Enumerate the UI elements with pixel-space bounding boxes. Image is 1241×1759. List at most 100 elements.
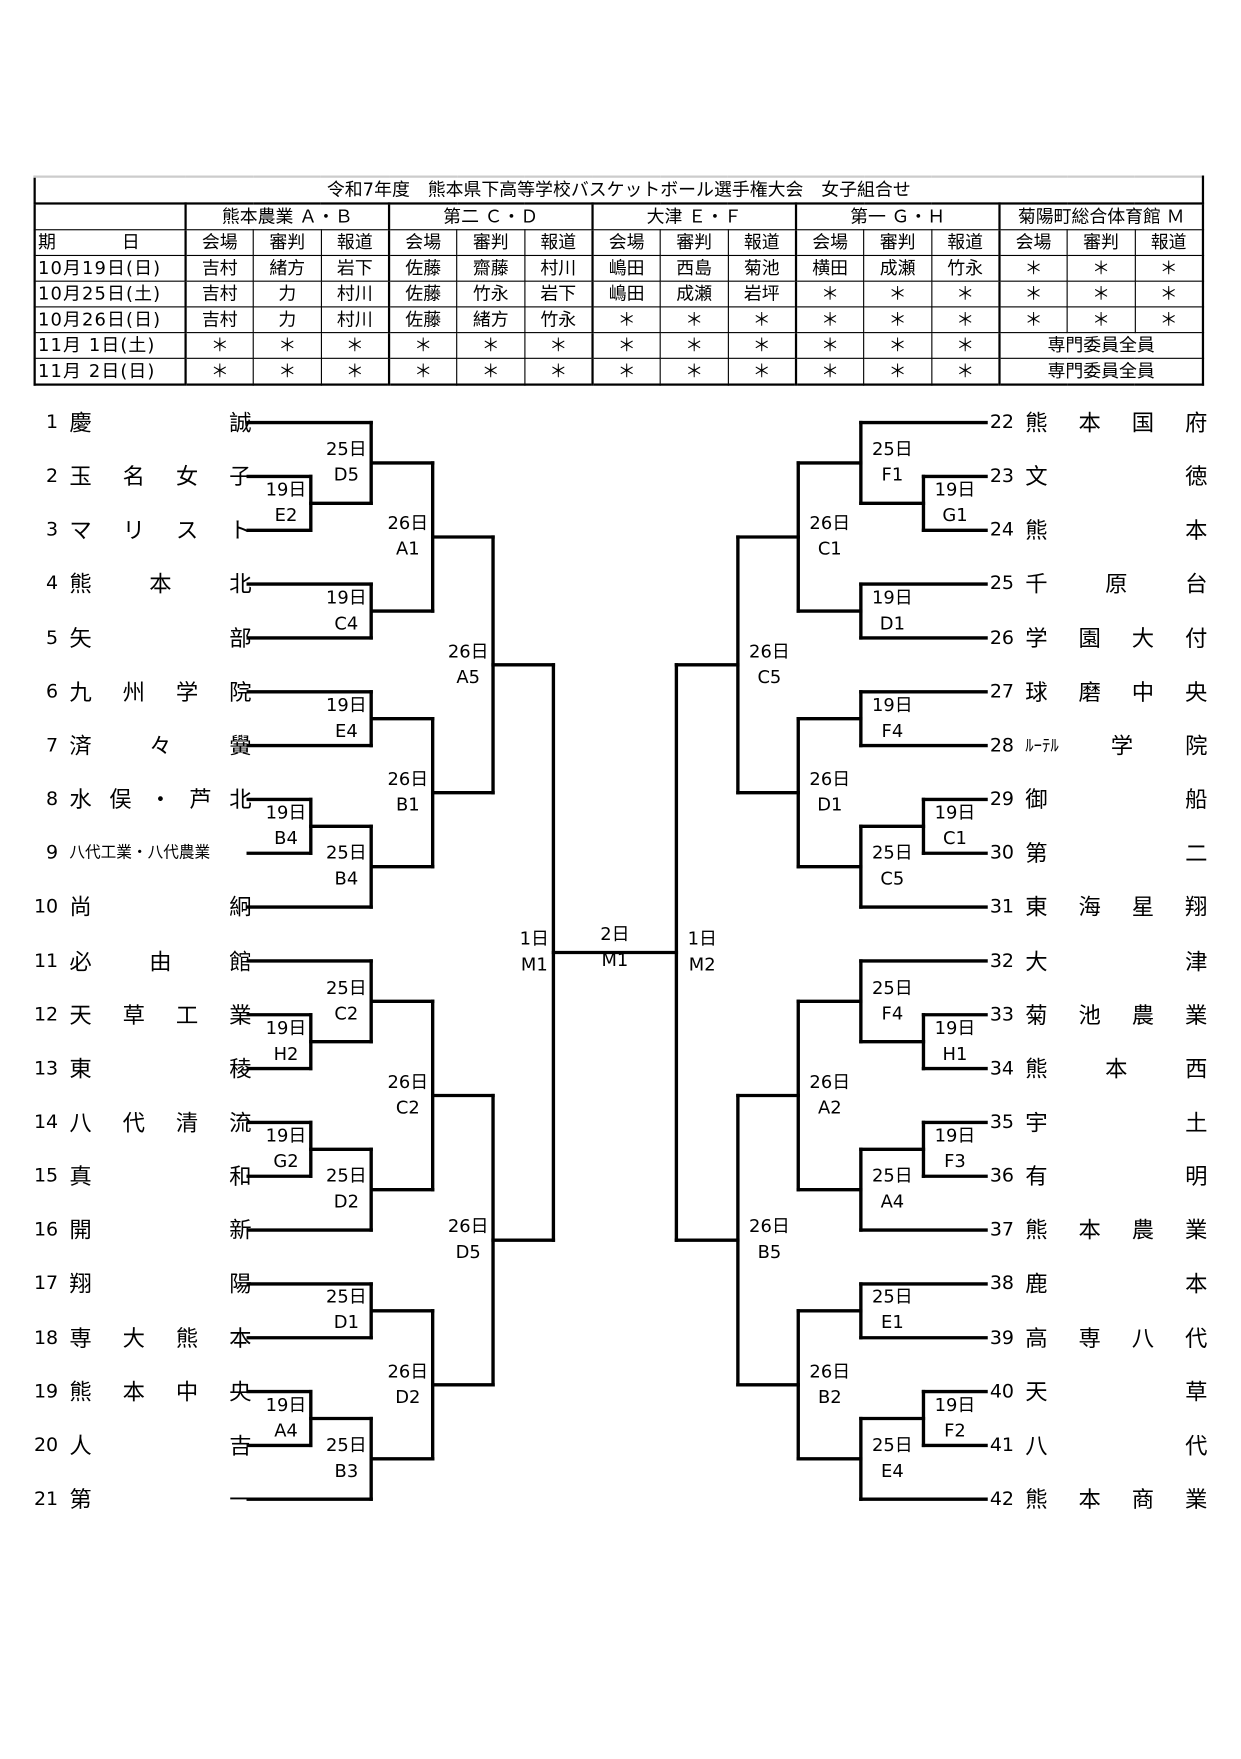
match-day: 26日	[809, 1360, 851, 1382]
match-code: D2	[333, 1190, 359, 1213]
team-name-part: 院	[229, 678, 252, 706]
team-name-part: 本	[229, 1324, 252, 1352]
match-code: D5	[333, 464, 359, 486]
team-name: 熊本国府	[1025, 409, 1207, 436]
team-entry: 26 学園大付	[989, 625, 1213, 652]
staff-cell: 西島	[659, 254, 729, 282]
match-day: 25日	[326, 976, 367, 998]
staff-cell: 力	[252, 306, 322, 334]
team-name: 八代清流	[69, 1109, 251, 1136]
date-header-part: 日	[121, 231, 140, 253]
match-day: 26日	[809, 512, 851, 534]
seed-number: 28	[989, 734, 1015, 757]
team-name-part: 本	[1185, 516, 1208, 544]
seed-number: 26	[989, 626, 1015, 650]
seed-number: 4	[46, 572, 59, 596]
team-name: 球磨中央	[1025, 678, 1207, 705]
staff-cell: ＊	[524, 357, 594, 386]
team-name-part: 八	[69, 1108, 92, 1136]
date-cell: 10月25日(土)	[34, 280, 187, 308]
team-name-part: 草	[122, 1001, 145, 1029]
match-code: F3	[944, 1150, 966, 1172]
staff-cell: ＊	[930, 357, 1000, 386]
team-name-part: ス	[175, 516, 199, 544]
team-name: 東稜	[69, 1055, 251, 1082]
team-name-part: 国	[1131, 409, 1155, 437]
staff-cell: ＊	[387, 357, 458, 386]
team-name-part: 済	[69, 732, 92, 759]
seed-number: 1	[46, 411, 59, 434]
team-name: 熊本農業	[1025, 1217, 1207, 1244]
staff-cell: 齋藤	[456, 254, 526, 282]
team-name-part: 代	[122, 1108, 145, 1136]
team-name: 済々黌	[69, 732, 251, 759]
team-name-part: 第	[69, 1485, 92, 1513]
team-name-part: 本	[1105, 1055, 1128, 1082]
team-name-part: 業	[1185, 1001, 1208, 1029]
venue-header: 大津 Ｅ・Ｆ	[591, 202, 797, 231]
match-code: G1	[942, 504, 968, 526]
staff-cell: 吉村	[184, 254, 254, 282]
team-name-part: 大	[122, 1324, 145, 1352]
schedule-row: 10月19日(日)吉村緒方岩下佐藤齋藤村川嶋田西島菊池横田成瀬竹永＊＊＊	[34, 254, 1204, 282]
team-name-part: 天	[1025, 1378, 1048, 1405]
match-code: F1	[881, 464, 904, 486]
seed-number: 30	[989, 842, 1015, 865]
team-name: 八代	[1025, 1432, 1207, 1459]
team-name-part: 熊	[175, 1324, 199, 1352]
team-name-part: 院	[1185, 732, 1208, 759]
team-name-part: 熊	[1025, 409, 1048, 437]
date-header: 期日	[34, 229, 187, 257]
seed-number: 24	[989, 519, 1015, 542]
match-code: M1	[520, 953, 548, 975]
team-name-part: 鹿	[1025, 1270, 1048, 1298]
team-name-part: 天	[69, 1001, 92, 1029]
staff-cell: ＊	[1066, 280, 1136, 308]
role-header: 審判	[456, 229, 526, 257]
staff-cell: ＊	[320, 332, 390, 359]
team-name: 開新	[69, 1217, 251, 1244]
team-name-part: 八代工業・八代農業	[69, 844, 211, 863]
match-day: 19日	[872, 694, 913, 716]
team-name-part: 原	[1105, 570, 1128, 598]
team-name-part: 池	[1078, 1001, 1101, 1029]
match-day: 26日	[387, 768, 429, 790]
team-name-part: 央	[229, 1378, 252, 1405]
seed-number: 17	[33, 1272, 59, 1296]
staff-cell: 岩下	[524, 280, 594, 308]
team-name-part: 菊	[1025, 1001, 1048, 1029]
match-code: H1	[942, 1042, 968, 1065]
team-name-part: 草	[1185, 1378, 1208, 1405]
team-name-part: ト	[229, 516, 252, 544]
match-code: C5	[880, 867, 905, 890]
seed-number: 20	[33, 1434, 59, 1457]
match-day: 26日	[749, 1215, 790, 1237]
match-code: M2	[688, 953, 716, 975]
staff-cell: 佐藤	[387, 280, 458, 308]
role-header: 会場	[998, 229, 1068, 257]
team-name: 学園大付	[1025, 625, 1207, 652]
venue-header: 熊本農業 Ａ・Ｂ	[184, 202, 390, 231]
staff-cell: ＊	[1134, 280, 1204, 308]
match-day: 19日	[265, 1393, 307, 1416]
seed-number: 12	[33, 1003, 59, 1026]
